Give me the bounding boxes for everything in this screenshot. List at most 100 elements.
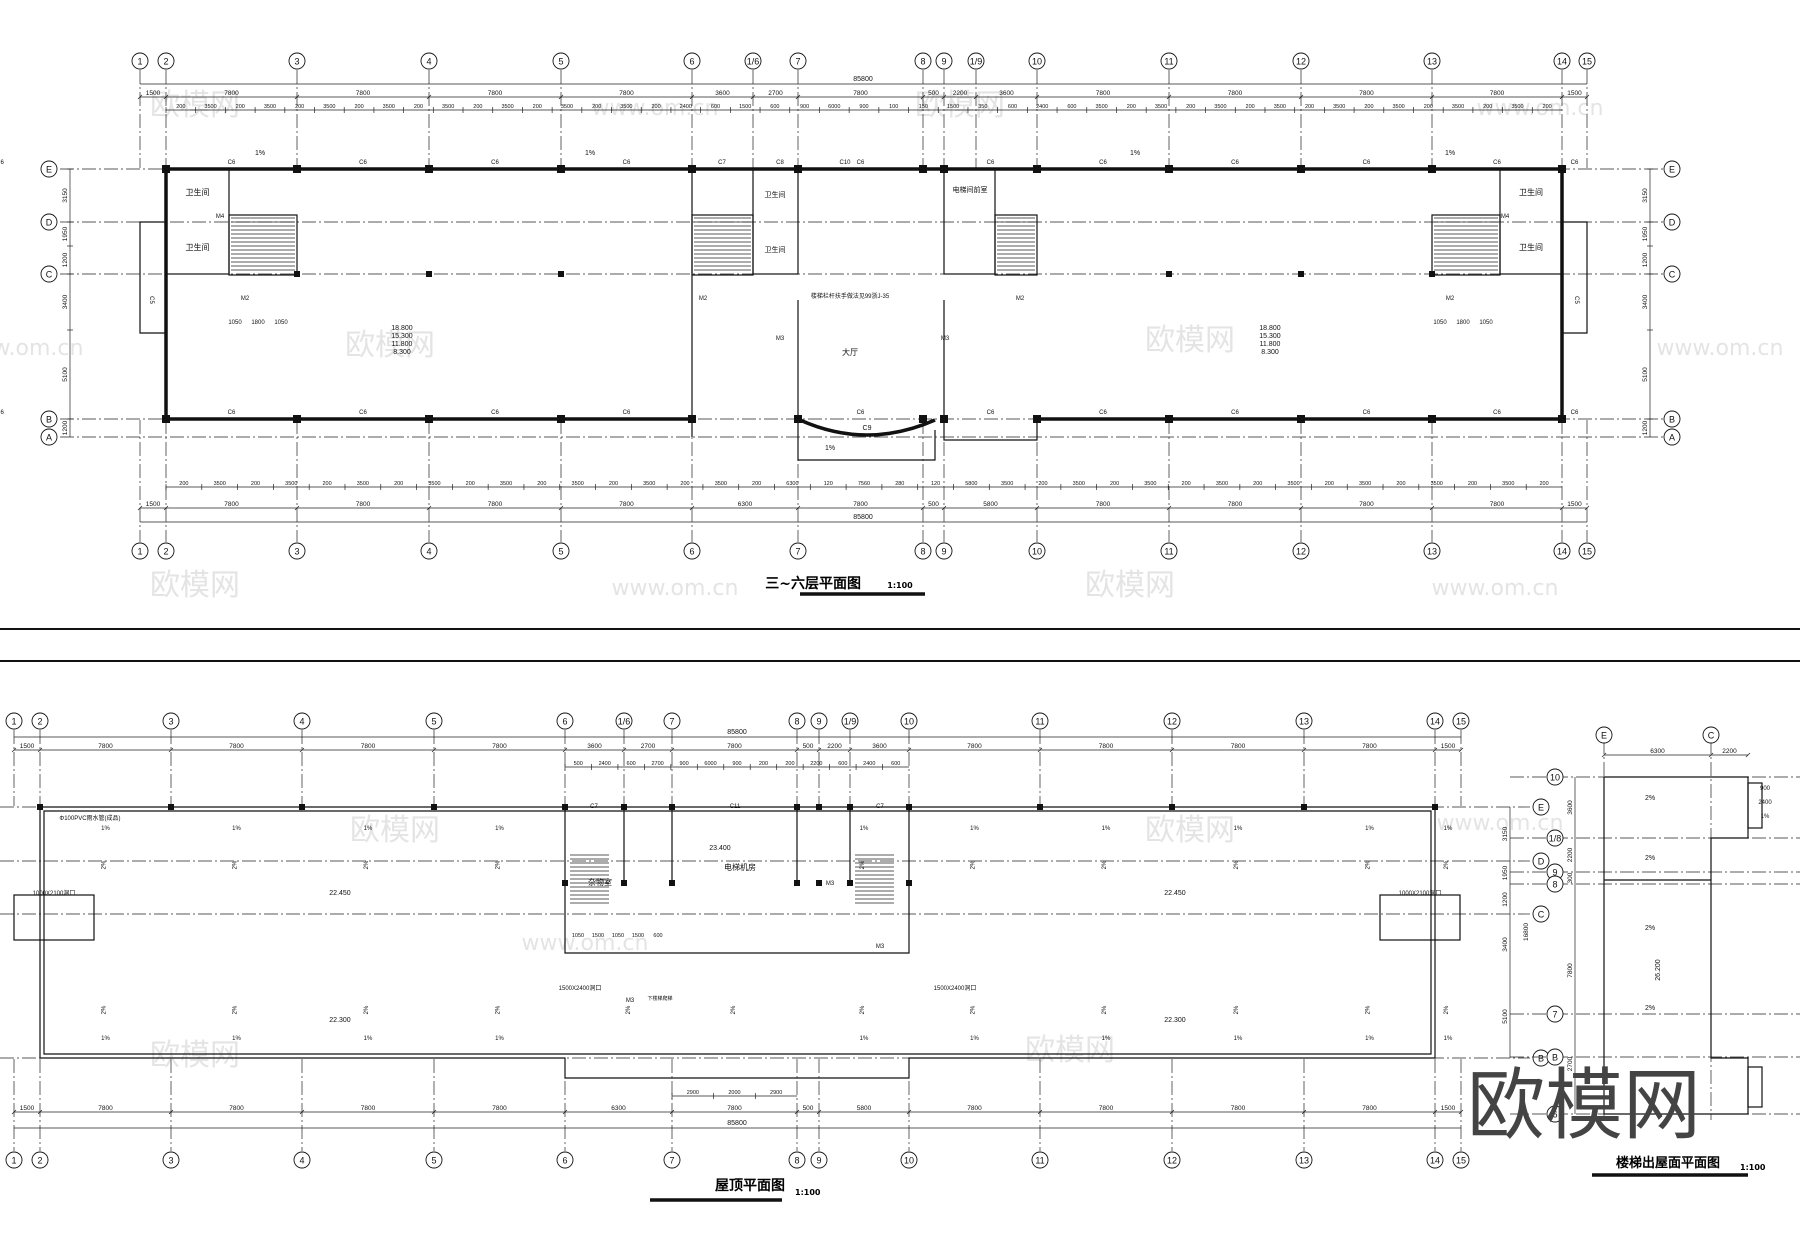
dimension-text: 1200 [62,252,69,267]
axis-bubble [1426,712,1444,730]
row-bubble [1546,1105,1564,1123]
dimension-text: 200 [785,761,794,767]
dimension-text: 200 [176,104,185,110]
column [1033,415,1041,423]
dimension-text: 200 [680,481,689,487]
axis-bubble [157,52,175,70]
axis-bubble-label: 7 [795,57,800,67]
room-label: 卫生间 [765,190,786,199]
dimension-tick [1432,1109,1438,1115]
column [794,880,800,886]
window-tag: C8 [776,160,784,166]
column [1033,165,1041,173]
dimension-tick [1429,505,1435,511]
dimension-tick [431,747,437,753]
axis-bubble [293,712,311,730]
axis-bubble-label: 5 [558,57,563,67]
dimension-text: 2400 [1036,104,1048,110]
elevation-mark: 22.300 [1164,1017,1186,1024]
column [425,165,433,173]
dimension-text: 3500 [1073,481,1085,487]
dimension-tick [1559,505,1565,511]
axis-bubble [789,542,807,560]
watermark-logo: 欧模网 [1145,323,1235,358]
axis-bubble-label: 15 [1456,1156,1466,1166]
dimension-text: 200 [1540,481,1549,487]
slope-mark: 2% [971,860,977,869]
dimension-text: 200 [251,481,260,487]
slope-mark: 1% [364,1036,373,1042]
column [906,804,912,810]
window-tag: C6 [987,160,995,166]
column [294,271,300,277]
detail-text: 900 [1760,786,1771,792]
room-label: 卫生间 [186,187,210,197]
axis-bubble [663,1151,681,1169]
slope-mark: 1% [364,826,373,832]
dimension-text: 600 [653,933,662,939]
dimension-tick [1034,505,1040,511]
slope-mark: 2% [233,860,239,869]
dimension-text: 200 [759,761,768,767]
stair-note: 下楼梯爬梯 [647,995,672,1002]
dimension-text: 7800 [1490,501,1505,508]
axis-bubble [900,712,918,730]
axis-bubble [162,712,180,730]
slope-mark: 1% [1102,826,1111,832]
dimension-text: 200 [1364,104,1373,110]
opening-label: 1000X2100洞口 [1399,889,1442,897]
column [1297,415,1305,423]
drawing-title: 三~六层平面图 [765,575,861,592]
stair-roof-plan: EC101/8987B66300220036002200300780027003… [1510,0,1800,1177]
dimension-tick [294,505,300,511]
door-tag: M3 [626,998,635,1004]
axis-bubble [1028,52,1046,70]
window-tag: C7 [876,804,884,810]
axis-bubble [162,1151,180,1169]
dimension-text: 3400 [1642,294,1649,309]
dimension-tick [1559,94,1565,100]
column [1429,271,1435,277]
column [1169,804,1175,810]
axis-bubble [788,712,806,730]
opening-label: 1500X2400洞口 [934,984,977,992]
elevation-mark: 26.200 [1655,959,1662,981]
axis-bubble-label: 10 [1032,57,1042,67]
dimension-text: 1050 [274,320,288,326]
dimension-text: 600 [770,104,779,110]
axis-bubble [1163,712,1181,730]
dimension-text: 1500 [592,933,604,939]
column [426,271,432,277]
axis-bubble-label: 11 [1035,1156,1044,1166]
dimension-text: 600 [838,761,847,767]
axis-bubble-label: 8 [794,717,799,727]
dimension-text: 200 [236,104,245,110]
opening-label: 1000X2100洞口 [33,889,76,897]
logo-watermark: 欧模网 [1467,1061,1701,1151]
window-tag: C6 [1231,160,1239,166]
axis-bubble-label: 6 [689,547,694,557]
dimension-tick [1432,747,1438,753]
row-bubble-label: E [46,165,52,175]
dimension-tick [1298,505,1304,511]
column [557,415,565,423]
dimension-text: 900 [800,104,809,110]
slope-mark: 1% [101,826,110,832]
door-tag: M4 [216,214,225,220]
dimension-text: 7800 [1362,1105,1377,1112]
dimension-tick [1429,94,1435,100]
dimension-text: 200 [533,104,542,110]
dimension-tick [920,505,926,511]
axis-bubble-label: 7 [795,547,800,557]
dimension-text: 200 [1305,104,1314,110]
column [1558,415,1566,423]
dimension-tick [1034,94,1040,100]
watermark-url: www.om.cn [1657,336,1784,361]
dimension-tick [1169,1109,1175,1115]
window-tag: C6 [1493,410,1501,416]
dimension-text: 7800 [356,501,371,508]
dimension-tick [847,747,853,753]
dimension-text: 200 [1127,104,1136,110]
dimension-text: 3500 [1155,104,1167,110]
dimension-tick [1301,747,1307,753]
